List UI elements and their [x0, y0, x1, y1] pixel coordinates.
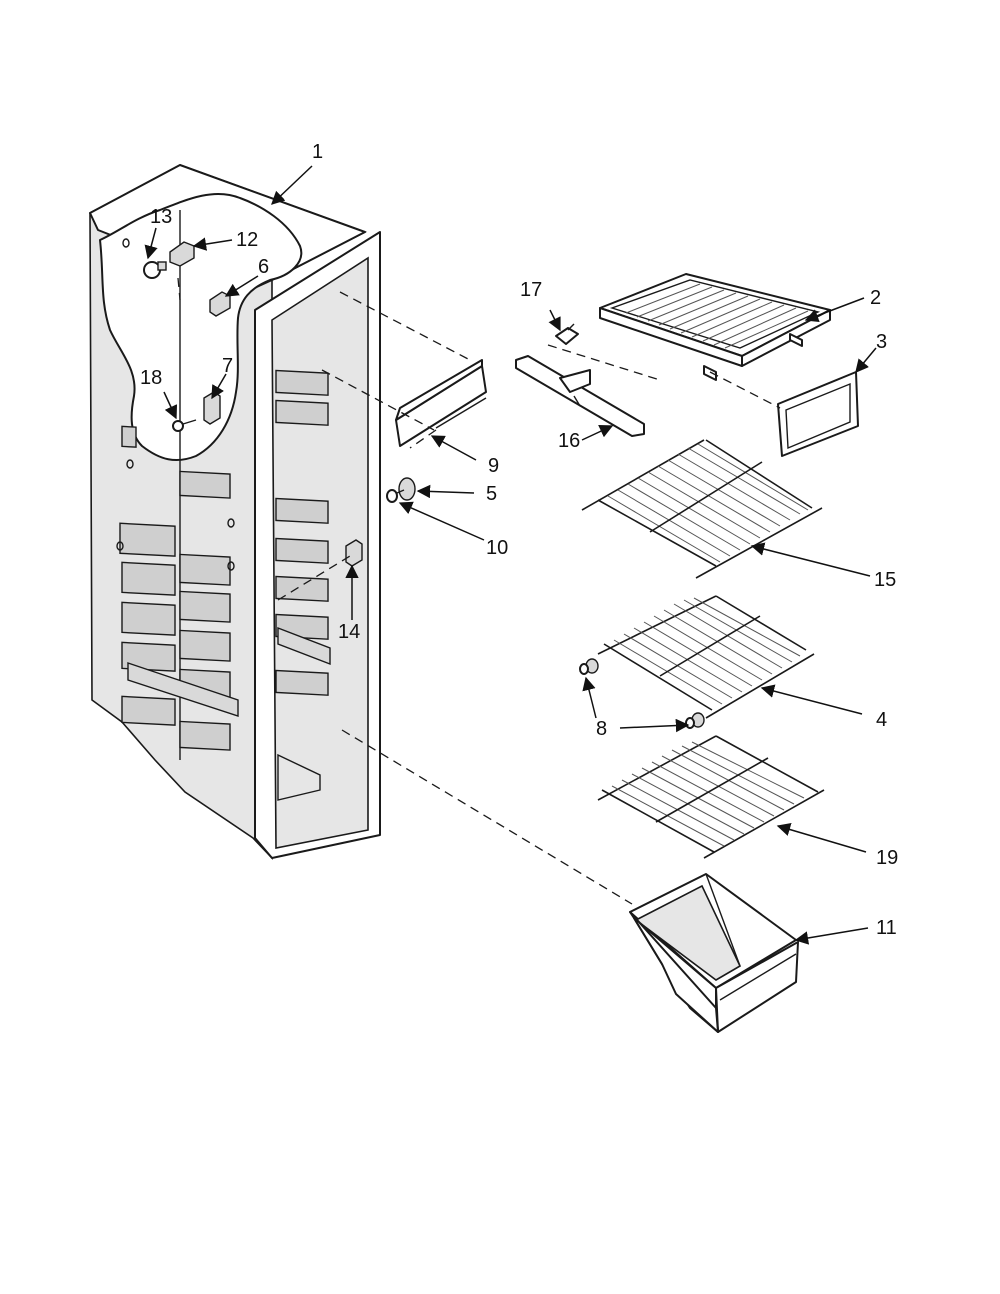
callout-6: 6 — [258, 256, 269, 278]
callout-11: 11 — [876, 917, 897, 939]
callout-12: 12 — [236, 229, 258, 251]
callout-1: 1 — [312, 141, 323, 163]
freezer-bin-part-11 — [629, 873, 799, 1033]
light-bulb-part-13 — [143, 261, 167, 279]
wire-shelf-part-19 — [597, 735, 825, 859]
callout-13: 13 — [150, 206, 172, 228]
screw-part-17 — [555, 323, 579, 345]
callout-5: 5 — [486, 483, 497, 505]
callout-17: 17 — [520, 279, 542, 301]
switch-part-14 — [345, 539, 363, 567]
freezer-liner-cabinet — [89, 164, 381, 861]
wire-shelf-part-15 — [581, 439, 823, 579]
callout-18: 18 — [140, 367, 162, 389]
shelf-bracket-part-16 — [515, 355, 645, 437]
screw-part-18 — [172, 419, 197, 432]
ice-tray-grille-part-2 — [599, 273, 831, 381]
callout-9: 9 — [488, 455, 499, 477]
shelf-stud-part-8-lower — [685, 712, 705, 729]
clip-part-6 — [209, 291, 231, 317]
shelf-stud-part-8-upper — [579, 658, 599, 675]
callout-15: 15 — [874, 569, 896, 591]
callout-7: 7 — [222, 355, 233, 377]
callout-16: 16 — [558, 430, 580, 452]
grommet-part-5 — [386, 477, 416, 503]
callout-19: 19 — [876, 847, 898, 869]
callout-4: 4 — [876, 709, 887, 731]
alignment-lines — [177, 277, 781, 905]
callout-labels: 1 2 3 4 5 6 7 8 9 10 11 12 13 14 15 16 1… — [140, 141, 898, 939]
air-duct-cover-part-9 — [395, 359, 487, 447]
leader-lines — [144, 165, 877, 945]
wire-shelf-part-4 — [597, 595, 815, 719]
callout-2: 2 — [870, 287, 881, 309]
callout-8: 8 — [596, 718, 607, 740]
callout-14: 14 — [338, 621, 360, 643]
light-socket-part-12 — [169, 241, 195, 267]
callout-10: 10 — [486, 537, 508, 559]
shelf-trim-part-3 — [777, 371, 859, 457]
callout-3: 3 — [876, 331, 887, 353]
